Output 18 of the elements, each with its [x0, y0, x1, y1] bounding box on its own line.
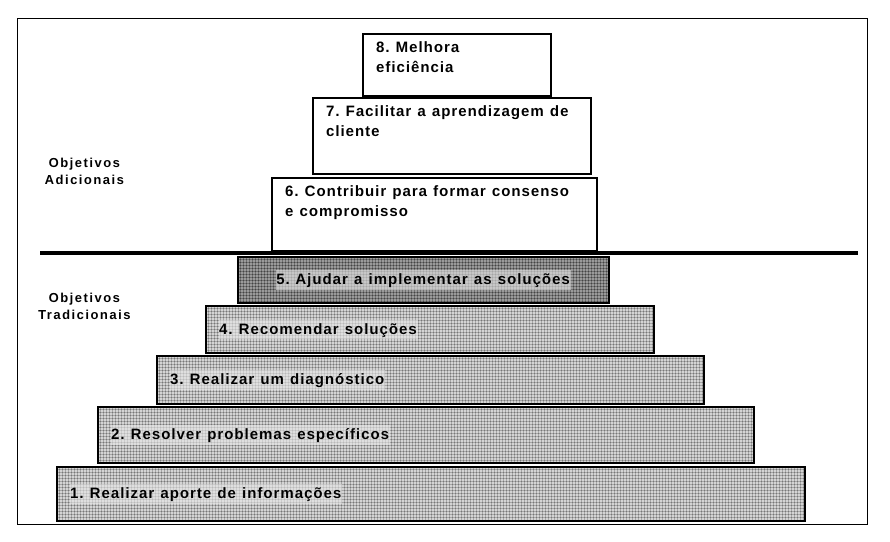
objective-step	[237, 256, 610, 304]
objective-text: 6. Contribuir para formar consenso e compromisso	[285, 183, 570, 220]
objective-step	[205, 305, 655, 354]
objective-text: 8. Melhora eficiência	[376, 39, 460, 76]
objective-step	[56, 466, 806, 522]
objective-step	[97, 406, 755, 464]
objective-text: 5. Ajudar a implementar as soluções	[276, 270, 571, 290]
group-label: Objetivos Adicionais	[44, 155, 126, 189]
objective-text: 4. Recomendar soluções	[219, 320, 418, 340]
objective-text: 7. Facilitar a aprendizagem de cliente	[326, 103, 570, 140]
group-label: Objetivos Tradicionais	[37, 290, 133, 324]
objective-step	[156, 355, 705, 405]
objective-text: 2. Resolver problemas específicos	[111, 425, 390, 445]
objective-text: 3. Realizar um diagnóstico	[170, 370, 386, 390]
objective-box	[362, 33, 552, 97]
objective-box	[312, 97, 592, 175]
objective-box	[271, 177, 598, 252]
objective-text: 1. Realizar aporte de informações	[70, 484, 342, 504]
